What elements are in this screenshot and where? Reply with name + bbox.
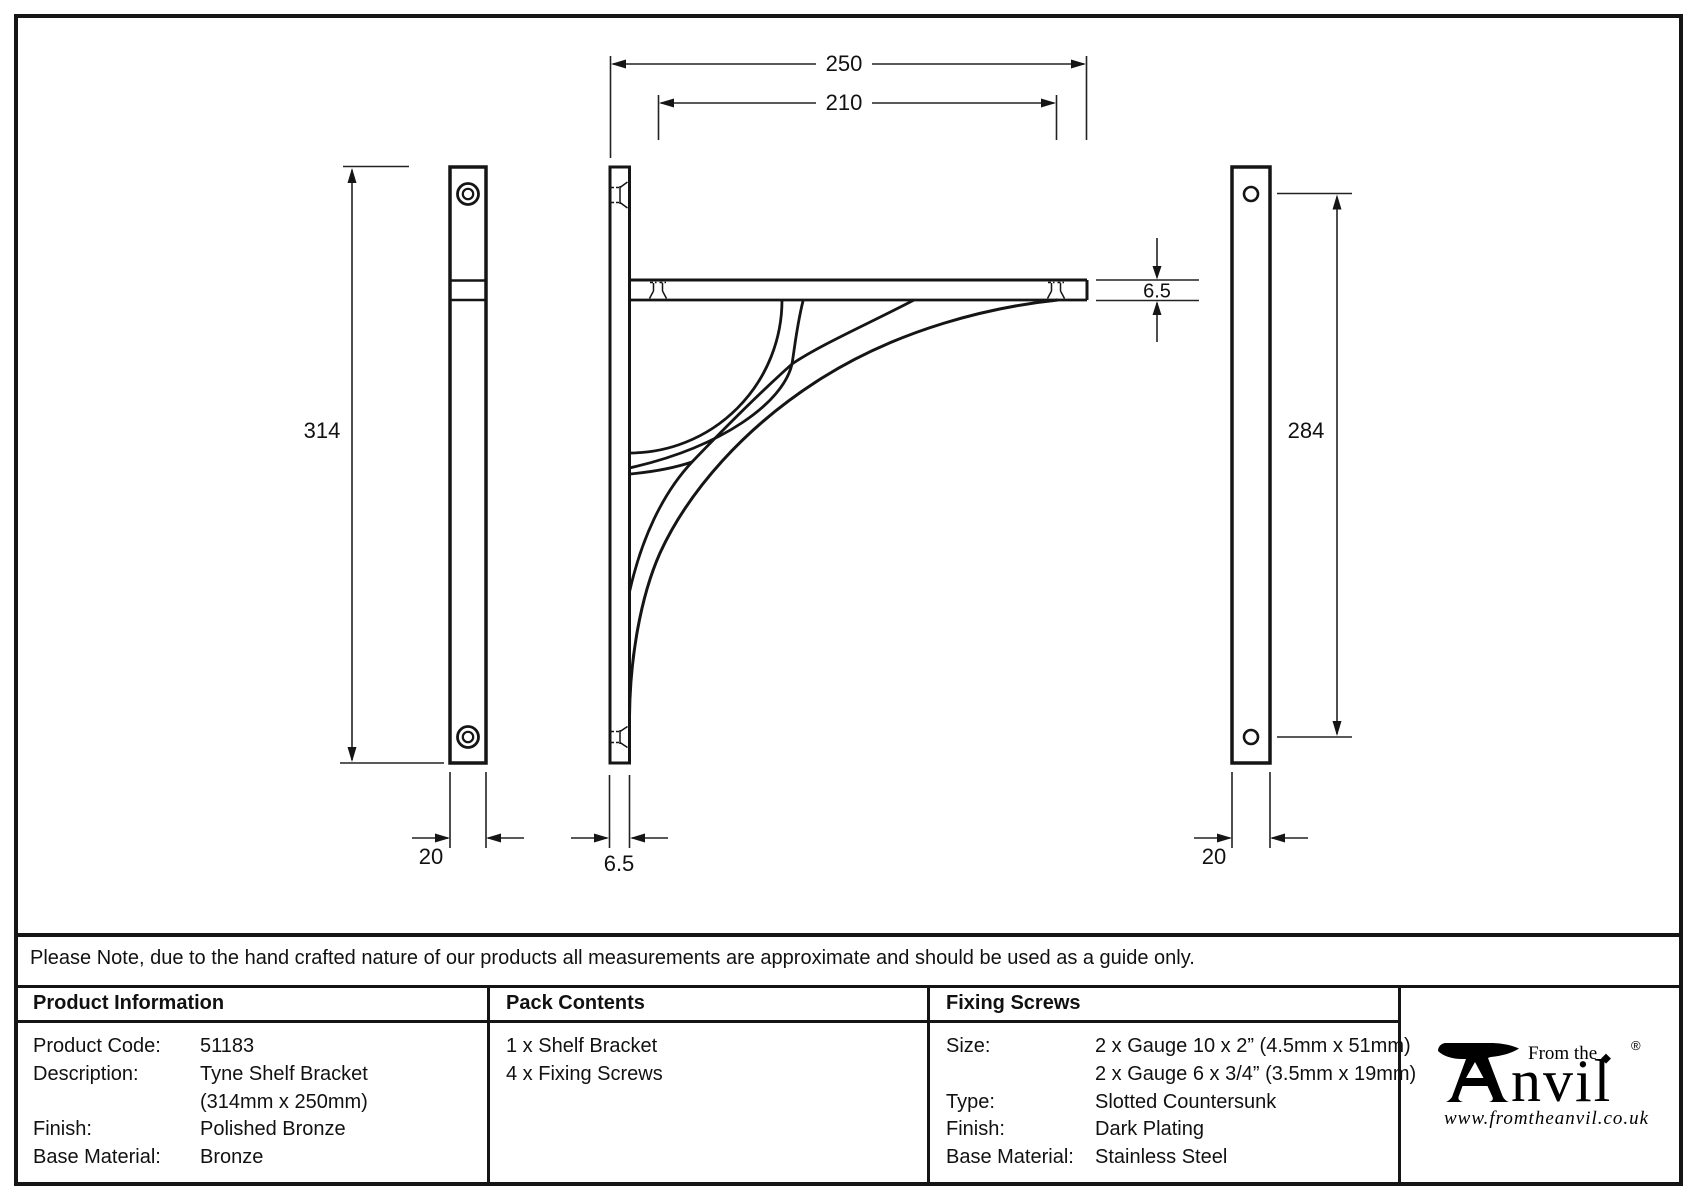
table-top-rule <box>14 985 1683 988</box>
product-code-label: Product Code: <box>33 1035 161 1057</box>
dim-314: 314 <box>304 165 444 764</box>
dim-label-6-5-bottom: 6.5 <box>604 851 635 876</box>
dim-20-front: 20 <box>1194 772 1308 869</box>
table-header-rule <box>14 1020 1398 1023</box>
pack-contents-header: Pack Contents <box>506 992 645 1014</box>
description-label: Description: <box>33 1063 139 1085</box>
technical-drawing: 314 <box>304 51 1352 876</box>
dim-20-side: 20 <box>412 772 524 869</box>
page-border <box>14 14 1683 1186</box>
screw-base-material-value: Stainless Steel <box>1095 1146 1228 1168</box>
product-code-value: 51183 <box>200 1035 255 1057</box>
logo-prefix-text: From the <box>1528 1043 1598 1064</box>
fixing-screws-header: Fixing Screws <box>946 992 1081 1014</box>
wall-plate-outline <box>1230 165 1272 765</box>
dim-284: 284 <box>1277 192 1352 738</box>
screw-base-material-label: Base Material: <box>946 1146 1074 1168</box>
dim-250: 250 <box>609 51 1088 158</box>
arm-countersink-right <box>1046 281 1066 299</box>
main-view-bracket <box>608 165 1089 765</box>
finish-value: Polished Bronze <box>200 1118 346 1140</box>
dim-6-5-bottom: 6.5 <box>571 775 668 876</box>
side-view-upright <box>448 165 488 765</box>
plate-hole-bottom <box>1242 728 1260 746</box>
screw-size-label: Size: <box>946 1035 991 1057</box>
sweep-inner-curve <box>628 298 915 593</box>
side-view-outline <box>448 165 488 765</box>
column-divider-3 <box>1398 985 1401 1186</box>
description-value-line2: (314mm x 250mm) <box>200 1091 368 1113</box>
screw-finish-value: Dark Plating <box>1095 1118 1204 1140</box>
upright-countersink-top <box>611 181 628 209</box>
upright-countersink-bottom <box>611 725 628 749</box>
dim-label-210: 210 <box>826 90 863 115</box>
dim-label-314: 314 <box>304 418 341 443</box>
dim-label-20-side: 20 <box>419 844 443 869</box>
column-divider-1 <box>487 985 490 1186</box>
strut-edge-curve <box>629 300 805 470</box>
finish-label: Finish: <box>33 1118 92 1140</box>
anvil-icon <box>1438 1043 1519 1102</box>
base-material-label: Base Material: <box>33 1146 161 1168</box>
dim-210: 210 <box>657 90 1058 140</box>
screw-size-value-1: 2 x Gauge 10 x 2” (4.5mm x 51mm) <box>1095 1035 1411 1057</box>
dim-label-250: 250 <box>826 51 863 76</box>
note-band-top-rule <box>14 933 1683 937</box>
base-material-value: Bronze <box>200 1146 264 1168</box>
screw-hole-top-inner <box>461 187 475 201</box>
lower-opening-top-edge <box>629 460 693 476</box>
brand-logo: From the ◆ ® nvil www.fromtheanvil.co.uk <box>1398 988 1683 1182</box>
arm-countersink-left <box>648 281 668 299</box>
upright-outline <box>608 165 631 765</box>
screw-finish-label: Finish: <box>946 1118 1005 1140</box>
logo-website: www.fromtheanvil.co.uk <box>1444 1108 1650 1129</box>
measurement-note: Please Note, due to the hand crafted nat… <box>30 947 1195 969</box>
screw-type-label: Type: <box>946 1091 995 1113</box>
description-value: Tyne Shelf Bracket <box>200 1063 368 1085</box>
column-divider-2 <box>927 985 930 1186</box>
dim-6-5-arm: 6.5 <box>1096 238 1199 342</box>
dim-label-6-5-arm: 6.5 <box>1143 281 1171 303</box>
screw-type-value: Slotted Countersunk <box>1095 1091 1277 1113</box>
screw-size-value-2: 2 x Gauge 6 x 3/4” (3.5mm x 19mm) <box>1095 1063 1417 1085</box>
plate-hole-top <box>1242 185 1260 203</box>
front-view-wall-plate <box>1230 165 1272 765</box>
diamond-icon: ◆ <box>1601 1050 1611 1065</box>
screw-hole-bottom-outer <box>456 725 480 749</box>
product-information-header: Product Information <box>33 992 225 1014</box>
sweep-outer-curve <box>628 298 1059 717</box>
pack-item-1: 1 x Shelf Bracket <box>506 1035 658 1057</box>
logo-name-text: nvil <box>1511 1048 1613 1114</box>
quarter-arc-opening <box>629 299 784 455</box>
pack-item-2: 4 x Fixing Screws <box>506 1063 663 1085</box>
screw-hole-bottom-inner <box>461 730 475 744</box>
dim-label-20-front: 20 <box>1202 844 1226 869</box>
registered-mark: ® <box>1631 1038 1641 1053</box>
dim-label-284: 284 <box>1288 418 1325 443</box>
screw-hole-top-outer <box>456 182 480 206</box>
